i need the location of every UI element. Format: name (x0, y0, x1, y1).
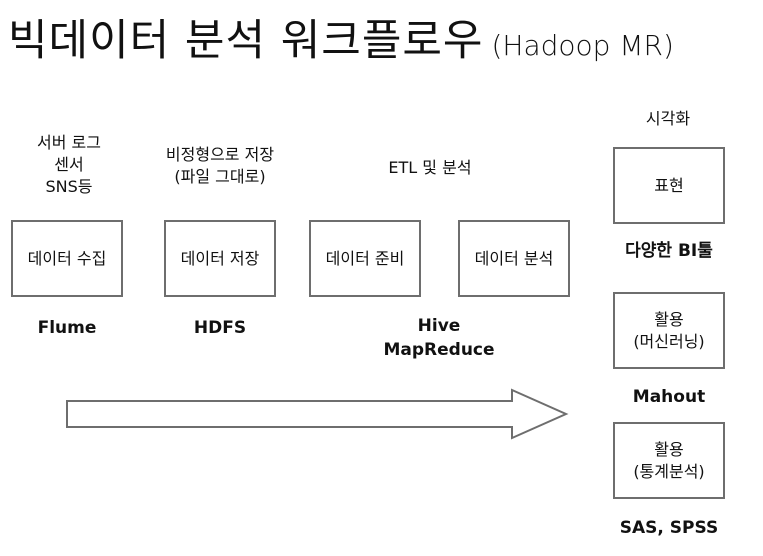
use-stats-box-label: (통계분석) (633, 461, 705, 481)
use-stats-box-label: 활용 (654, 439, 684, 459)
collect-box-label: 데이터 수집 (27, 248, 107, 268)
prepare-box-label: 데이터 준비 (325, 248, 405, 268)
express-tool: 다양한 BI툴 (625, 241, 713, 261)
analyze-box: 데이터 분석 (458, 220, 570, 297)
prepare-analyze-tool: Hive MapReduce (369, 314, 509, 362)
use-stats-tool: SAS, SPSS (619, 518, 719, 538)
sources-note-line: 서버 로그 (37, 133, 101, 152)
tool-line: MapReduce (383, 340, 495, 360)
collect-tool: Flume (37, 318, 97, 338)
sources-note-line: 센서 (54, 155, 84, 174)
sources-note-line: SNS등 (45, 177, 93, 196)
page-title: 빅데이터 분석 워크플로우(Hadoop MR) (8, 6, 674, 68)
store-tool: HDFS (193, 318, 247, 338)
analyze-box-label: 데이터 분석 (474, 248, 554, 268)
visualization-note: 시각화 (645, 109, 691, 128)
storage-note-line: 비정형으로 저장 (165, 145, 275, 164)
tool-line: Hive (417, 316, 461, 336)
sources-note: 서버 로그 센서 SNS등 (14, 132, 124, 198)
express-box: 표현 (613, 147, 725, 224)
storage-note: 비정형으로 저장 (파일 그대로) (150, 144, 290, 188)
use-stats-box: 활용 (통계분석) (613, 422, 725, 499)
store-box-label: 데이터 저장 (180, 248, 260, 268)
prepare-box: 데이터 준비 (309, 220, 421, 297)
title-sub: (Hadoop MR) (491, 29, 674, 62)
use-ml-box: 활용 (머신러닝) (613, 292, 725, 369)
storage-note-line: (파일 그대로) (174, 167, 266, 186)
title-main: 빅데이터 분석 워크플로우 (8, 16, 484, 66)
etl-note: ETL 및 분석 (388, 158, 472, 177)
use-ml-box-label: (머신러닝) (633, 331, 705, 351)
collect-box: 데이터 수집 (11, 220, 123, 297)
use-ml-tool: Mahout (632, 387, 706, 407)
use-ml-box-label: 활용 (654, 309, 684, 329)
express-box-label: 표현 (654, 175, 684, 195)
store-box: 데이터 저장 (164, 220, 276, 297)
